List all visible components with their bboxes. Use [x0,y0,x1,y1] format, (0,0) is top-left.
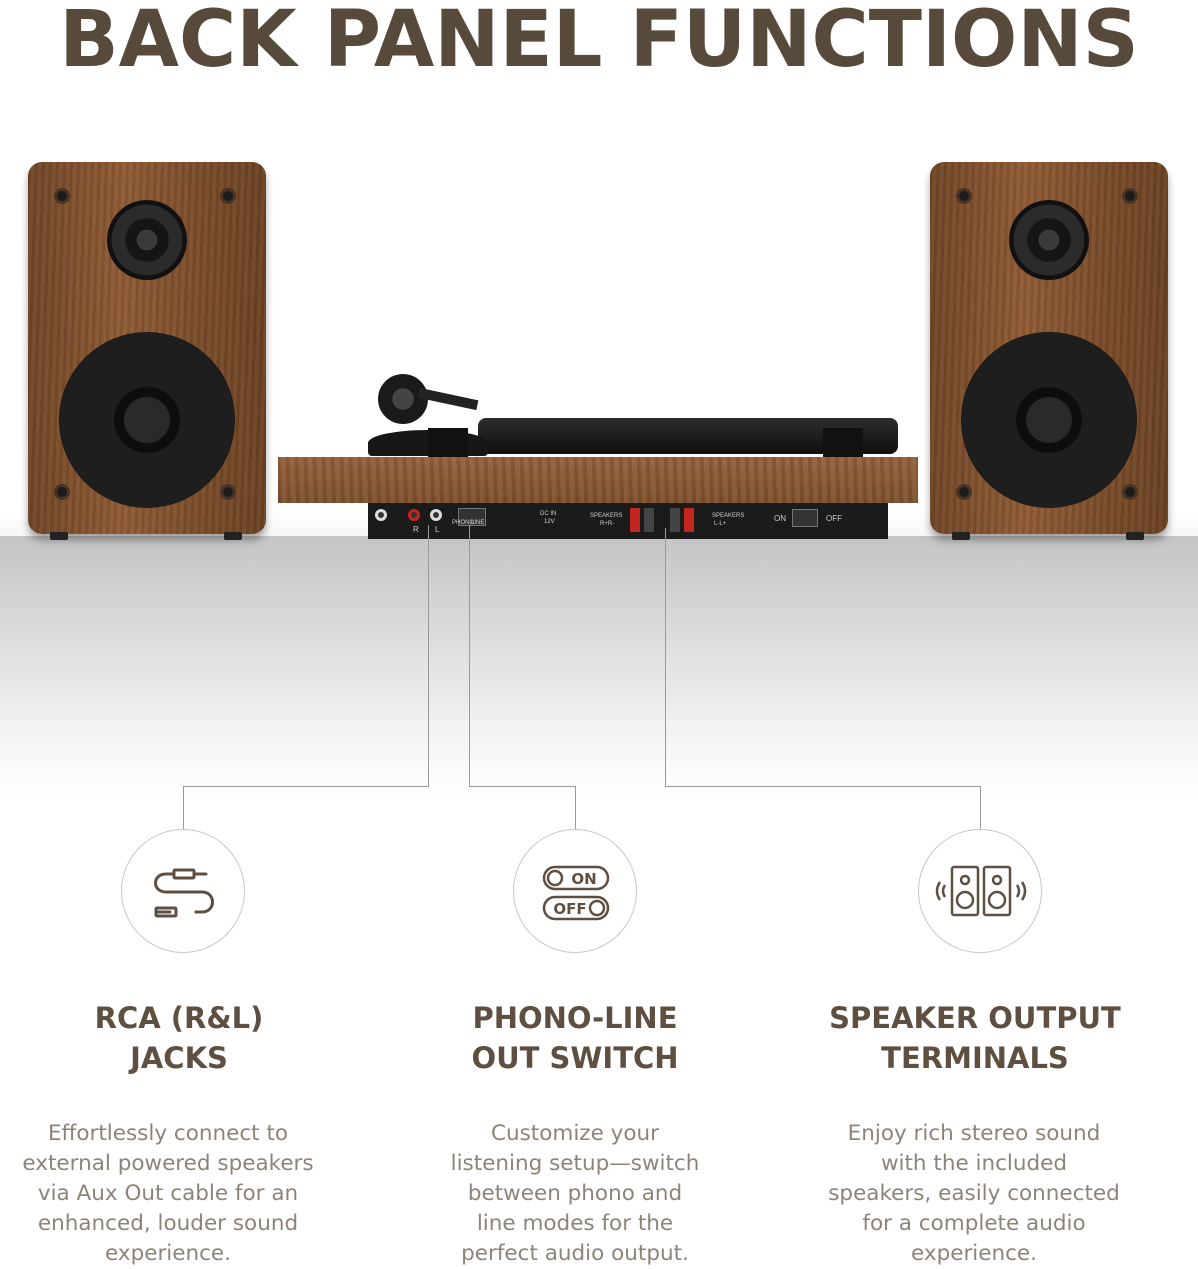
speaker-terminal [670,508,680,532]
callout-line [665,786,981,787]
speaker-foot [1126,532,1144,540]
callout-line [428,525,429,787]
on-off-switch-icon: ON OFF [513,829,637,953]
dc-voltage-label: 12V [544,519,555,525]
power-switch [792,509,818,527]
tweeter [1009,200,1089,280]
screw [1122,484,1138,500]
dc-in-label: DC IN [540,511,557,517]
turntable: R L PHONO LINE DC IN 12V SPEAKERS R+R- S… [278,370,918,540]
speakers-r-label: SPEAKERS [590,513,623,519]
feature-title: PHONO-LINE OUT SWITCH [471,1001,679,1075]
screw [1122,188,1138,204]
phono-label: PHONO [452,520,475,526]
ground-terminal [375,509,387,521]
rca-l-label: L [435,525,440,534]
callout-line [575,786,576,830]
plinth [278,457,918,503]
speaker-terminal [630,508,640,532]
switch-off-text: OFF [553,900,586,918]
feature-description: Effortlessly connect to external powered… [22,1121,314,1266]
line-label: LINE [471,520,485,526]
screw [54,188,70,204]
feature-description: Customize your listening setup—switch be… [450,1121,700,1266]
power-on-label: ON [774,514,786,523]
rca-jack-right [408,509,420,521]
woofer [961,332,1137,508]
left-speaker [28,162,266,540]
speakers-l-polarity: L-L+ [714,521,727,527]
tweeter [107,200,187,280]
speaker-terminal [684,508,694,532]
callout-line [980,786,981,830]
stereo-speakers-icon [918,829,1042,953]
tonearm-counterweight [378,374,428,424]
speakers-r-polarity: R+R- [600,521,615,527]
aux-cable-icon [121,829,245,953]
feature-description: Enjoy rich stereo sound with the include… [828,1121,1120,1266]
rca-jack-left [430,509,442,521]
speaker-foot [224,532,242,540]
feature-title: RCA (R&L) JACKS [94,1001,264,1075]
screw [220,484,236,500]
callout-line [469,525,470,787]
woofer [59,332,235,508]
speaker-foot [50,532,68,540]
power-off-label: OFF [826,514,842,523]
page-title: BACK PANEL FUNCTIONS [59,0,1139,85]
screw [54,484,70,500]
speaker-foot [952,532,970,540]
callout-line [183,786,184,830]
feature-title: SPEAKER OUTPUT TERMINALS [829,1001,1121,1075]
speakers-l-label: SPEAKERS [712,513,745,519]
switch-on-text: ON [571,870,596,888]
screw [956,484,972,500]
shelf [0,536,1198,796]
callout-line [183,786,429,787]
phono-line-switch [458,508,486,526]
screw [956,188,972,204]
right-speaker [930,162,1168,540]
callout-line [665,528,666,787]
speaker-terminal [644,508,654,532]
screw [220,188,236,204]
rca-r-label: R [413,525,419,534]
callout-line [469,786,576,787]
back-panel [504,503,888,539]
